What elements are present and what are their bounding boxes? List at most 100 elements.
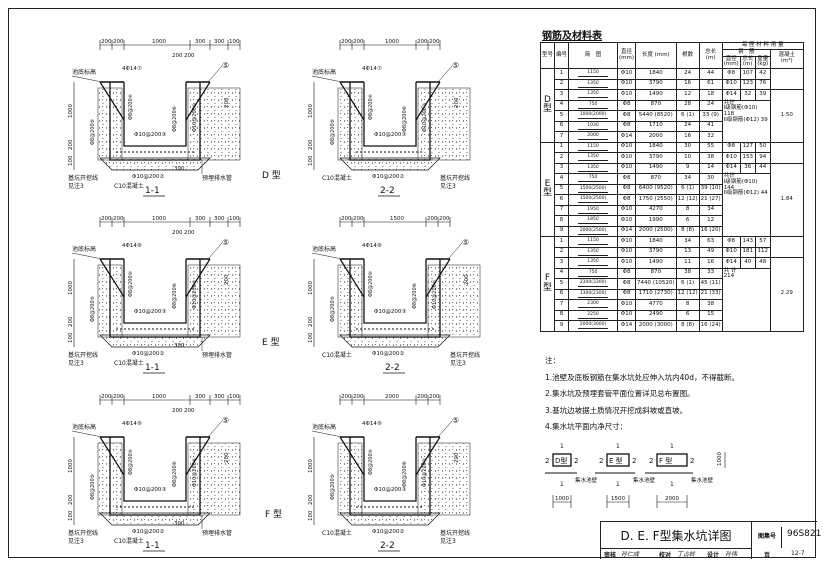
dimension-label: 100	[229, 39, 240, 45]
bar-sketch: 1350	[568, 89, 619, 101]
bar-count: 6 (1)	[675, 278, 700, 290]
rebar-callout: Φ8@200④	[368, 270, 374, 297]
bar-dia: Φ8	[617, 194, 637, 206]
bar-dia: Φ8	[617, 278, 637, 290]
dimension-label: 200	[308, 139, 314, 150]
rebar-number: ⑤	[222, 416, 229, 425]
excavation-note-label: 见注3	[68, 537, 84, 545]
notes-heading: 注：	[545, 356, 560, 365]
rebar-callout: Φ8@200⑤	[330, 119, 336, 145]
rebar-callout: Φ10@200②	[372, 173, 404, 180]
header-s_len: 总长 (m)	[739, 55, 756, 70]
bar-dia: Φ14	[617, 225, 637, 238]
bar-total: 61	[698, 78, 723, 91]
bar-number: 8	[554, 215, 570, 227]
section-mark: 1	[560, 481, 564, 488]
bar-dia: Φ14	[617, 131, 637, 143]
plan-type-label: E 型	[609, 456, 623, 465]
steel-weight: 42	[754, 68, 771, 80]
note-item: 2.集水坑及预埋套管平面位置详见总布置图。	[545, 389, 695, 398]
dimension-label: 200	[464, 274, 470, 285]
bar-count: 8	[675, 299, 700, 311]
excavation-line-label: 基坑开挖线	[440, 529, 470, 537]
section-mark: 1	[616, 443, 620, 450]
section-mark: 2	[632, 457, 636, 465]
concrete-blank	[769, 236, 804, 259]
section-title: 2-2	[380, 186, 395, 196]
bar-len: 1750 (2550)	[635, 194, 677, 206]
bar-total: 55	[698, 141, 723, 154]
elevation-label: 池底标高	[312, 245, 336, 253]
bar-dia: Φ8	[617, 99, 637, 112]
bar-count: 6 (1)	[675, 183, 700, 196]
steel-weight: 39	[754, 89, 771, 101]
bar-sketch: 1350	[568, 152, 619, 164]
material-table-title: 钢筋及材料表	[542, 31, 602, 42]
bar-number: 4	[554, 267, 570, 280]
dimension-label: 200	[68, 316, 74, 327]
bar-total: 49	[698, 246, 723, 259]
bar-number: 7	[554, 299, 570, 311]
bar-count: 34	[675, 236, 700, 248]
bar-sketch: 2300(3300)	[568, 278, 619, 290]
rebar-callout: 4Φ14⑦	[122, 65, 142, 72]
check-label: 校对	[659, 552, 672, 559]
summary-line: II级钢筋(Φ12) 39	[723, 116, 768, 123]
rebar-callout: Φ8@200⑤	[90, 474, 96, 500]
rebar-callout: Φ8@200⑥	[172, 105, 178, 132]
dimension-label: 200	[113, 39, 124, 45]
bar-number: 3	[554, 162, 570, 175]
bar-sketch: 2300	[568, 299, 619, 311]
dimension-label: 300	[214, 216, 225, 222]
bar-count: 8 (8)	[675, 320, 700, 332]
rebar-callout: Φ8@200④	[368, 448, 374, 475]
dimension-label: 300	[214, 39, 225, 45]
header-total: 总长 (m)	[698, 41, 723, 70]
bar-count: 11	[675, 257, 700, 269]
steel-length: 123	[739, 78, 756, 91]
bar-total: 16	[698, 257, 723, 269]
bar-count: 9	[675, 162, 700, 175]
bar-len: 1840	[635, 141, 677, 154]
bar-total: 41	[698, 120, 723, 133]
steel-diameter: Φ8	[721, 68, 741, 80]
summary-line: 共 计	[723, 267, 737, 274]
bar-sketch: 1350	[568, 246, 619, 259]
bar-len: 2000	[635, 131, 677, 143]
bar-sketch: 1500(2500)	[568, 183, 619, 196]
header-steel: 钢 筋	[721, 48, 771, 57]
bar-dia: Φ10	[617, 89, 637, 101]
rebar-callout: Φ10@200②	[132, 350, 164, 357]
bar-shape: 1500(2500)	[578, 196, 609, 204]
rebar-callout: Φ8@200⑤	[330, 296, 336, 322]
rebar-callout: Φ8@200④	[128, 93, 134, 120]
bar-shape: 2300(3300)	[578, 280, 609, 288]
section-mark: 1	[560, 443, 564, 450]
dimension-label: 200	[224, 274, 230, 285]
bar-shape: 1850	[578, 218, 609, 225]
bar-dia: Φ10	[617, 204, 637, 217]
bar-number: 8	[554, 309, 570, 322]
bar-shape: 1350	[578, 155, 609, 162]
bar-dia: Φ10	[617, 152, 637, 164]
bar-number: 4	[554, 173, 570, 185]
bar-sketch: 1350	[568, 257, 619, 269]
rebar-number: ⑤	[462, 238, 469, 247]
dimension-label: 1000	[385, 39, 399, 45]
dimension-label: 300	[174, 343, 185, 349]
bar-sketch: 1150	[568, 141, 619, 154]
bar-shape: 1150	[578, 71, 609, 78]
base-concrete-label: C10混凝土	[114, 537, 144, 545]
drain-pipe-label: 预埋排水管	[202, 351, 232, 359]
